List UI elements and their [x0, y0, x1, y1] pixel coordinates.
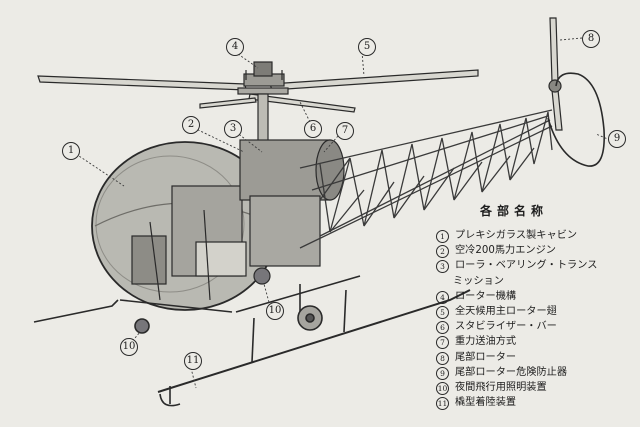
callout-2: 2 [182, 116, 200, 134]
callout-3: 3 [224, 120, 242, 138]
legend-item: 6 スタビライザー・バー [436, 319, 636, 335]
callout-10b: 10 [120, 338, 138, 356]
legend-item-text: 夜間飛行用照明装置 [455, 382, 547, 394]
legend-item: 1 プレキシガラス製キャビン [436, 228, 636, 243]
main-rotor-blade-rear [248, 93, 356, 113]
cockpit-interior [131, 185, 247, 301]
legend-item-number: 10 [436, 382, 449, 396]
callout-4: 4 [226, 38, 244, 56]
legend-item: 2 空冷200馬力エンジン [436, 243, 636, 259]
skid-landing-gear [33, 275, 471, 407]
legend-list: 1 プレキシガラス製キャビン 2 空冷200馬力エンジン 3 ローラ・ベアリング・トランス… [436, 228, 636, 411]
callout-5: 5 [358, 38, 376, 56]
legend-item-number: 7 [436, 336, 449, 350]
tail-rotor [548, 17, 563, 131]
legend-item-number: 3 [436, 260, 449, 274]
legend-item: 5 全天候用主ローター翅 [436, 304, 636, 320]
callout-1: 1 [62, 142, 80, 160]
legend-item-text: 全天候用主ローター翅 [455, 306, 557, 318]
legend-item: 9 尾部ローター危険防止器 [436, 365, 636, 380]
main-rotor-blade-right [269, 69, 479, 91]
tail-boom-truss [299, 109, 553, 249]
legend-item: 4 ローター機構 [436, 289, 636, 304]
leader-lines [75, 37, 611, 389]
legend-item-text: ローター機構 [455, 290, 517, 302]
callout-8: 8 [582, 30, 600, 48]
parts-legend: 各部名称 1 プレキシガラス製キャビン 2 空冷200馬力エンジン 3 ローラ・ベアリング… [436, 202, 636, 411]
legend-item: 11 橇型着陸装置 [436, 395, 636, 411]
legend-item-number: 8 [436, 351, 449, 365]
main-rotor-blade-front [199, 97, 257, 109]
legend-item-text: 重力送油方式 [455, 336, 517, 348]
legend-item-text: プレキシガラス製キャビン [455, 230, 578, 241]
legend-item-text: 空冷200馬力エンジン [455, 245, 556, 257]
callout-6: 6 [304, 120, 322, 138]
legend-title: 各部名称 [480, 204, 549, 218]
main-rotor-blade-left [37, 75, 247, 91]
legend-item-continuation: ミッション [453, 275, 504, 287]
legend-item-number: 2 [436, 245, 449, 259]
legend-item-number: 4 [436, 290, 449, 304]
legend-item-number: 6 [436, 321, 449, 335]
legend-item-text: 橇型着陸装置 [455, 397, 517, 409]
legend-item: 3 ローラ・ベアリング・トランス [436, 258, 636, 274]
callout-9: 9 [608, 130, 626, 148]
tail-rotor-guard [547, 72, 605, 167]
callout-10: 10 [266, 302, 284, 320]
legend-item-number: 11 [436, 397, 449, 411]
legend-item-text: スタビライザー・バー [455, 321, 557, 333]
legend-item-text: 尾部ローター危険防止器 [455, 366, 568, 378]
legend-item-text: 尾部ローター [455, 351, 517, 363]
callout-11: 11 [184, 352, 202, 370]
rotor-hub [237, 61, 289, 95]
legend-item-text: ローラ・ベアリング・トランス [455, 260, 598, 272]
legend-item: 10 夜間飛行用照明装置 [436, 380, 636, 396]
legend-item: 8 尾部ローター [436, 350, 636, 365]
callout-7: 7 [336, 122, 354, 140]
legend-item-number: 5 [436, 306, 449, 320]
legend-item: 7 重力送油方式 [436, 334, 636, 350]
legend-item-number: 9 [436, 366, 449, 380]
legend-item-number: 1 [436, 230, 449, 243]
